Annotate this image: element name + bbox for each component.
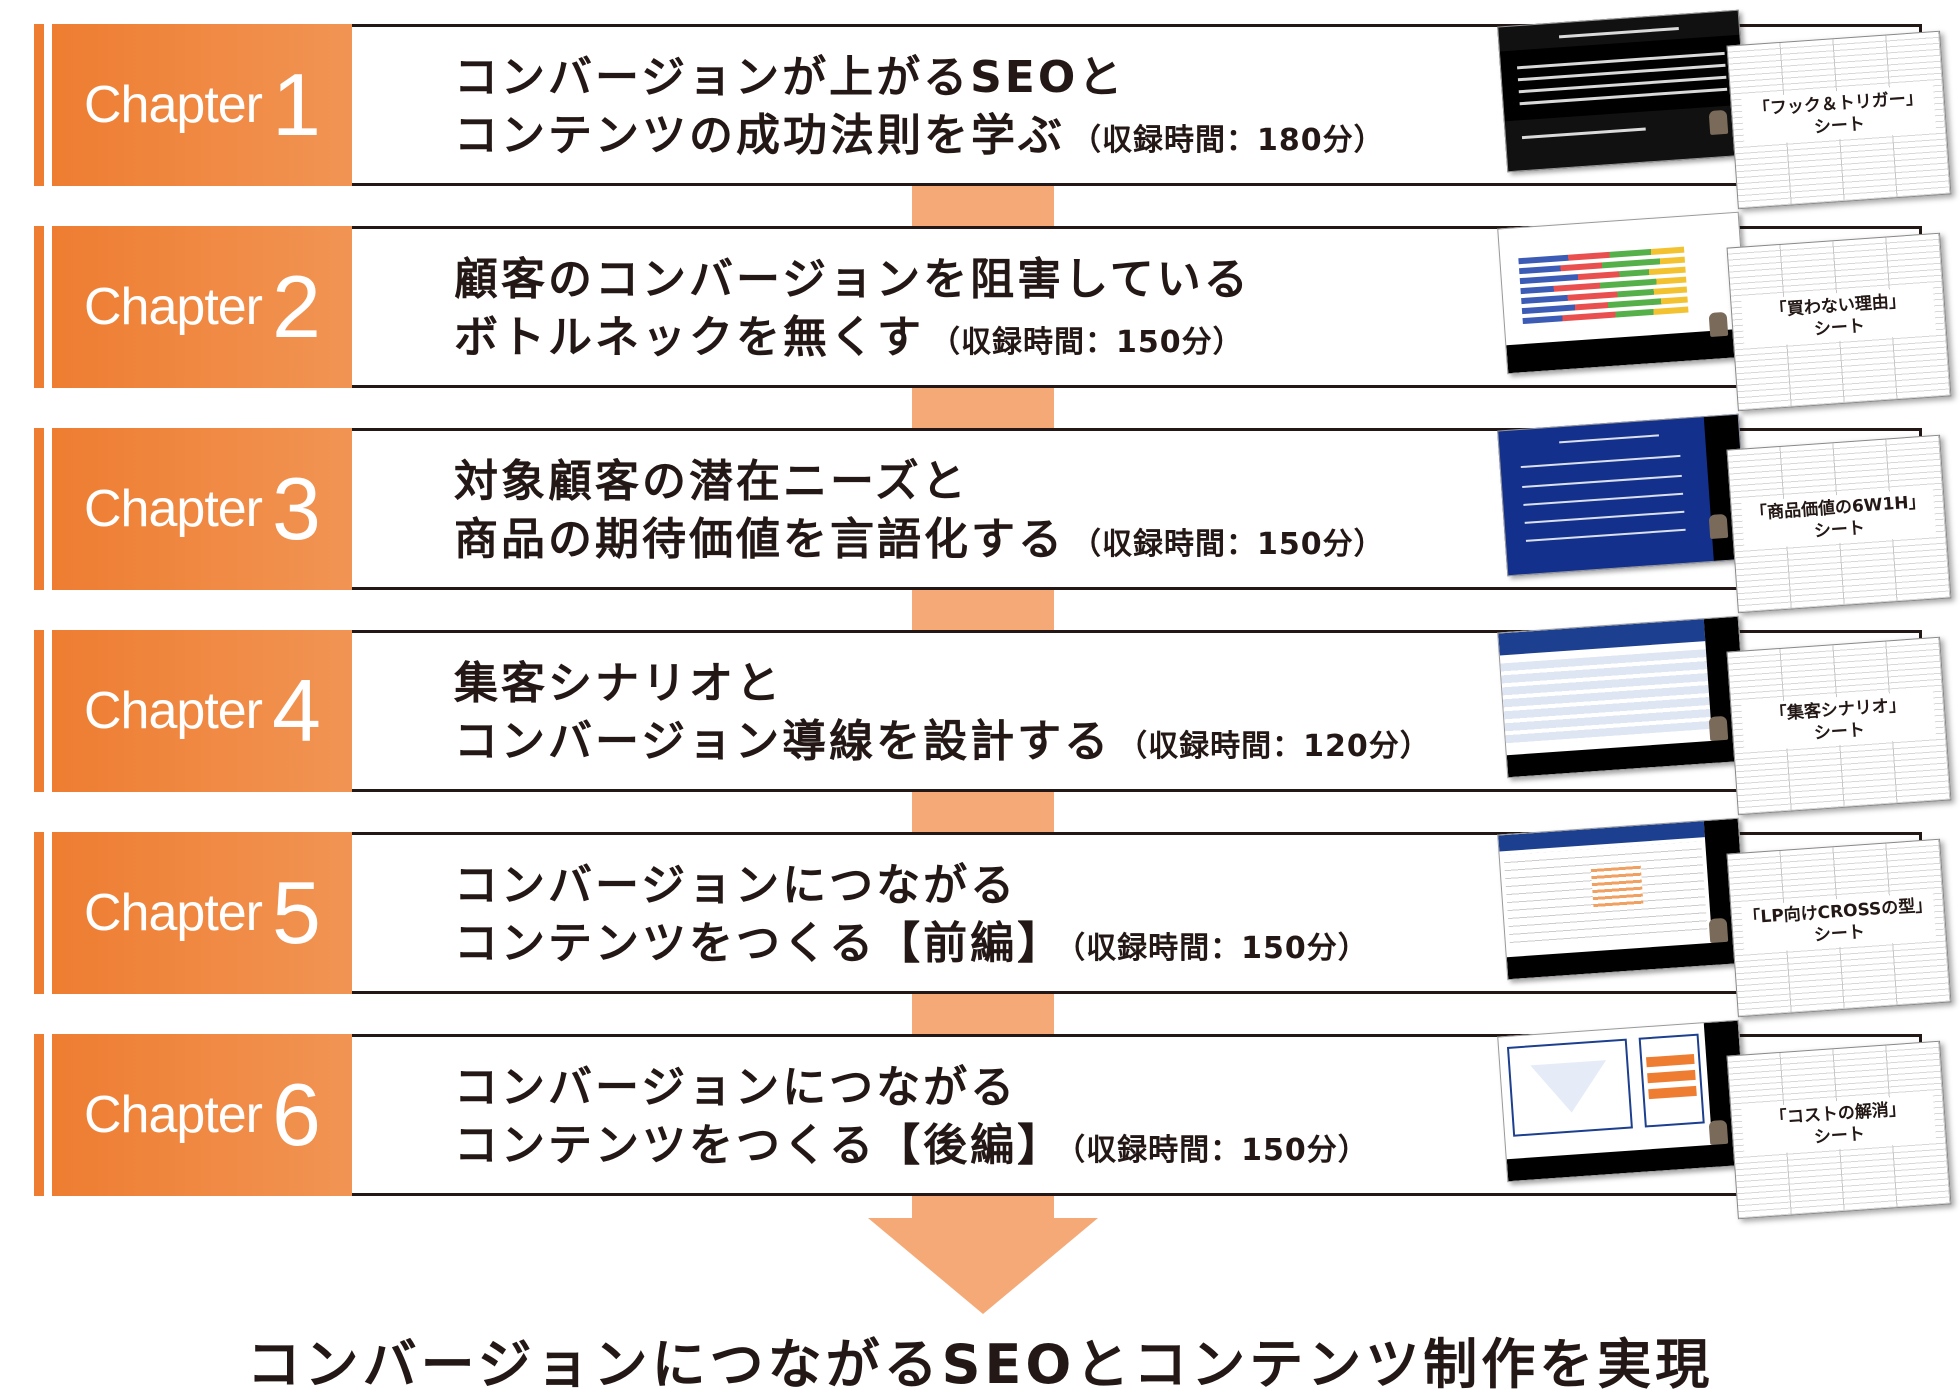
- chapter-word: Chapter: [84, 480, 263, 538]
- lecture-slide-thumbnail: [1497, 413, 1749, 577]
- chapter-word: Chapter: [84, 884, 263, 942]
- presenter-icon: [1708, 109, 1729, 136]
- chapter-label: Chapter 5: [84, 832, 321, 994]
- accent-bar: [34, 428, 44, 590]
- chapter-duration: （収録時間：150分）: [1070, 931, 1369, 966]
- lecture-slide-thumbnail: [1497, 1019, 1749, 1183]
- worksheet-label: 「集客シナリオ」シート: [1741, 690, 1937, 752]
- chapter-thumbnails: 「コストの解消」シート: [1497, 1019, 1954, 1220]
- worksheet-label: 「フック＆トリガー」シート: [1741, 84, 1937, 146]
- chapter-title-line-2: 商品の期待価値を言語化する（収録時間：150分）: [454, 511, 1494, 574]
- worksheet-label: 「コストの解消」シート: [1741, 1094, 1937, 1156]
- chapter-title-text: コンバージョン導線を設計する: [454, 716, 1112, 767]
- worksheet-thumbnail: 「商品価値の6W1H」シート: [1726, 434, 1952, 614]
- chapter-title-line-1: コンバージョンが上がるSEOと: [454, 52, 1126, 103]
- chapter-label: Chapter 2: [84, 226, 321, 388]
- chapter-row-3: Chapter 3 対象顧客の潜在ニーズと 商品の期待価値を言語化する（収録時間…: [34, 413, 1952, 614]
- chapter-row-5: Chapter 5 コンバージョンにつながる コンテンツをつくる【前編】（収録時…: [34, 817, 1952, 1018]
- accent-bar: [34, 24, 44, 186]
- chapter-label: Chapter 1: [84, 24, 321, 186]
- chapter-duration: （収録時間：150分）: [1071, 527, 1385, 562]
- chapter-duration: （収録時間：150分）: [1070, 1133, 1369, 1168]
- chapter-title-text: 商品の期待価値を言語化する: [454, 514, 1065, 565]
- presenter-icon: [1708, 1119, 1729, 1146]
- chapter-label: Chapter 4: [84, 630, 321, 792]
- chapter-title-line-2: コンテンツをつくる【後編】（収録時間：150分）: [454, 1117, 1494, 1180]
- chapter-number: 6: [272, 1065, 321, 1164]
- chapter-word: Chapter: [84, 278, 263, 336]
- chapter-title-line-1: コンバージョンにつながる: [454, 1062, 1018, 1113]
- chapter-thumbnails: 「LP向けCROSSの型」シート: [1497, 817, 1954, 1018]
- chapter-title-text: コンテンツをつくる【前編】: [454, 918, 1065, 969]
- worksheet-label: 「LP向けCROSSの型」シート: [1741, 892, 1937, 954]
- chapter-thumbnails: 「フック＆トリガー」シート: [1497, 9, 1954, 210]
- presenter-icon: [1708, 715, 1729, 742]
- accent-bar: [34, 630, 44, 792]
- lecture-slide-thumbnail: [1497, 817, 1749, 981]
- chapter-duration: （収録時間：180分）: [1071, 123, 1385, 158]
- chapter-text: コンバージョンにつながる コンテンツをつくる【前編】（収録時間：150分）: [454, 857, 1494, 978]
- down-arrow-icon: [868, 1218, 1098, 1314]
- conclusion-text: コンバージョンにつながるSEOとコンテンツ制作を実現: [246, 1333, 1714, 1396]
- chapter-duration: （収録時間：150分）: [930, 325, 1244, 360]
- presenter-icon: [1708, 917, 1729, 944]
- presenter-icon: [1708, 311, 1729, 338]
- chapter-title-line-2: コンテンツの成功法則を学ぶ（収録時間：180分）: [454, 107, 1494, 170]
- chapter-label: Chapter 6: [84, 1034, 321, 1196]
- chapter-title-line-1: 顧客のコンバージョンを阻害している: [454, 254, 1251, 305]
- chapter-title-line-1: 集客シナリオと: [454, 658, 783, 709]
- chapter-thumbnails: 「買わない理由」シート: [1497, 211, 1954, 412]
- worksheet-thumbnail: 「買わない理由」シート: [1726, 232, 1952, 412]
- chapter-row-6: Chapter 6 コンバージョンにつながる コンテンツをつくる【後編】（収録時…: [34, 1019, 1952, 1220]
- chapter-duration: （収録時間：120分）: [1117, 729, 1431, 764]
- lecture-slide-thumbnail: [1497, 9, 1749, 173]
- chapter-thumbnails: 「集客シナリオ」シート: [1497, 615, 1954, 816]
- chapter-text: 対象顧客の潜在ニーズと 商品の期待価値を言語化する（収録時間：150分）: [454, 453, 1494, 574]
- worksheet-label: 「買わない理由」シート: [1741, 286, 1937, 348]
- chapter-number: 5: [272, 863, 321, 962]
- chapter-title-text: コンテンツをつくる【後編】: [454, 1120, 1065, 1171]
- chapter-label: Chapter 3: [84, 428, 321, 590]
- chapter-word: Chapter: [84, 76, 263, 134]
- chapter-number: 2: [272, 257, 321, 356]
- chapter-title-line-2: コンテンツをつくる【前編】（収録時間：150分）: [454, 915, 1494, 978]
- accent-bar: [34, 226, 44, 388]
- lecture-slide-thumbnail: [1497, 615, 1749, 779]
- presenter-icon: [1708, 513, 1729, 540]
- chapter-word: Chapter: [84, 682, 263, 740]
- chapter-number: 1: [272, 55, 321, 154]
- worksheet-label: 「商品価値の6W1H」シート: [1741, 488, 1937, 550]
- worksheet-thumbnail: 「集客シナリオ」シート: [1726, 636, 1952, 816]
- chapter-text: コンバージョンにつながる コンテンツをつくる【後編】（収録時間：150分）: [454, 1059, 1494, 1180]
- accent-bar: [34, 832, 44, 994]
- accent-bar: [34, 1034, 44, 1196]
- chapter-number: 4: [272, 661, 321, 760]
- chapter-row-1: Chapter 1 コンバージョンが上がるSEOと コンテンツの成功法則を学ぶ（…: [34, 9, 1952, 210]
- worksheet-thumbnail: 「LP向けCROSSの型」シート: [1726, 838, 1952, 1018]
- worksheet-thumbnail: 「コストの解消」シート: [1726, 1040, 1952, 1220]
- chapter-title-text: コンテンツの成功法則を学ぶ: [454, 110, 1065, 161]
- lecture-slide-thumbnail: [1497, 211, 1749, 375]
- chapter-title-line-1: 対象顧客の潜在ニーズと: [454, 456, 969, 507]
- chapter-text: 集客シナリオと コンバージョン導線を設計する（収録時間：120分）: [454, 655, 1494, 776]
- chapter-text: 顧客のコンバージョンを阻害している ボトルネックを無くす（収録時間：150分）: [454, 251, 1494, 372]
- chapter-row-2: Chapter 2 顧客のコンバージョンを阻害している ボトルネックを無くす（収…: [34, 211, 1952, 412]
- chapter-thumbnails: 「商品価値の6W1H」シート: [1497, 413, 1954, 614]
- chapter-title-text: ボトルネックを無くす: [454, 312, 924, 363]
- chapter-title-line-2: コンバージョン導線を設計する（収録時間：120分）: [454, 713, 1494, 776]
- worksheet-thumbnail: 「フック＆トリガー」シート: [1726, 30, 1952, 210]
- chapter-word: Chapter: [84, 1086, 263, 1144]
- chapter-number: 3: [272, 459, 321, 558]
- chapter-title-line-2: ボトルネックを無くす（収録時間：150分）: [454, 309, 1494, 372]
- chapter-row-4: Chapter 4 集客シナリオと コンバージョン導線を設計する（収録時間：12…: [34, 615, 1952, 816]
- chapter-title-line-1: コンバージョンにつながる: [454, 860, 1018, 911]
- chapter-text: コンバージョンが上がるSEOと コンテンツの成功法則を学ぶ（収録時間：180分）: [454, 49, 1494, 170]
